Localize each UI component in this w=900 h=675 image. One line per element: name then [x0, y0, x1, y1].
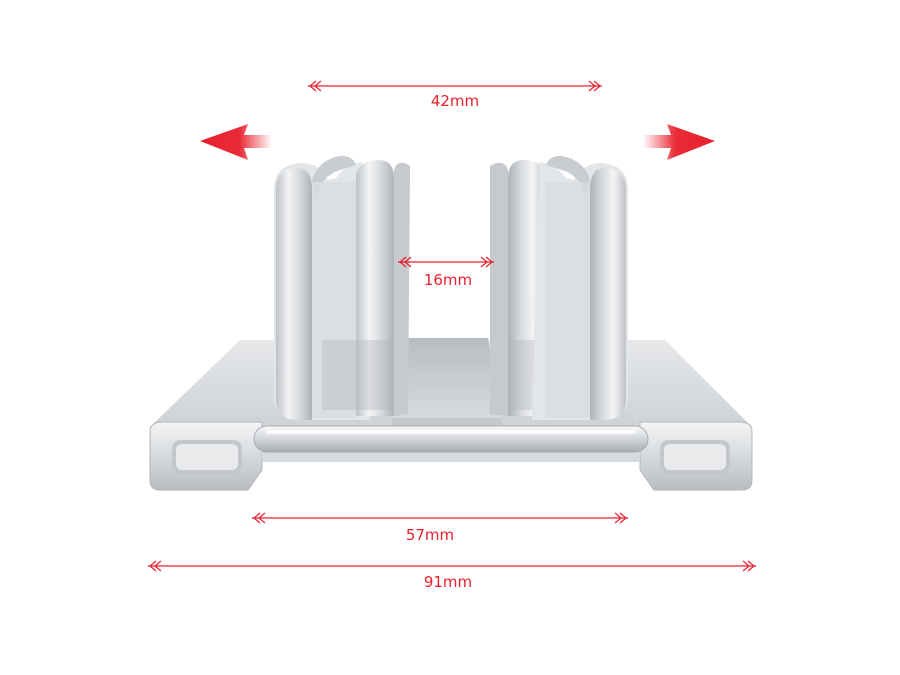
dimension-label-top: 42mm [431, 92, 479, 110]
arrow-right-icon [643, 124, 715, 160]
dimension-top-width: 42mm [308, 80, 602, 110]
left-inner-fin [322, 160, 410, 416]
center-plate [392, 338, 502, 426]
arrow-left-icon [200, 124, 272, 160]
dimension-slot-gap: 16mm [398, 256, 494, 289]
right-outer-fin [532, 155, 628, 420]
dimension-label-inner-base: 57mm [406, 526, 454, 544]
dimension-label-gap: 16mm [424, 271, 472, 289]
front-rail [253, 425, 649, 453]
dimension-inner-base: 57mm [252, 512, 628, 544]
dimension-label-total-base: 91mm [424, 573, 472, 591]
left-outer-fin [274, 155, 370, 420]
dimension-total-base: 91mm [148, 560, 756, 591]
